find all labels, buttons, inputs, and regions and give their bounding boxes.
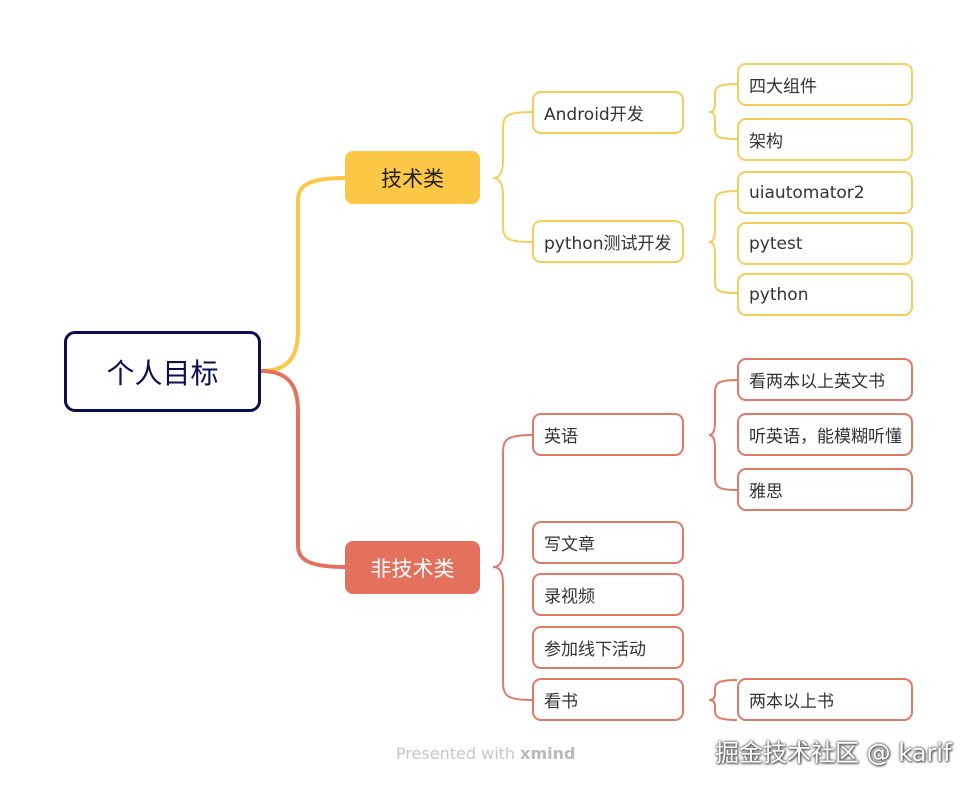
category-nontech[interactable]: 非技术类: [345, 541, 480, 594]
bracket-reading: [708, 679, 738, 721]
topic-video[interactable]: 录视频: [532, 573, 684, 616]
topic-english[interactable]: 英语: [532, 413, 684, 456]
leaf-two-books[interactable]: 两本以上书: [737, 678, 913, 721]
connector-root-tech: [260, 176, 346, 373]
root-node[interactable]: 个人目标: [64, 331, 261, 412]
connector-root-nontech: [260, 369, 346, 569]
presented-with-footer: Presented with xmind: [396, 744, 575, 763]
bracket-nontech: [492, 434, 533, 701]
bracket-english: [708, 379, 738, 491]
category-tech[interactable]: 技术类: [345, 151, 480, 204]
xmind-logo: xmind: [520, 744, 576, 763]
topic-writing[interactable]: 写文章: [532, 521, 684, 564]
leaf-uiautomator2[interactable]: uiautomator2: [737, 171, 913, 214]
leaf-ielts[interactable]: 雅思: [737, 468, 913, 511]
leaf-english-books[interactable]: 看两本以上英文书: [737, 358, 913, 401]
leaf-architecture[interactable]: 架构: [737, 118, 913, 161]
topic-reading[interactable]: 看书: [532, 678, 684, 721]
topic-android[interactable]: Android开发: [532, 91, 684, 134]
bracket-android: [708, 83, 738, 140]
bracket-python: [708, 190, 738, 294]
watermark: 掘金技术社区 @ karif: [715, 739, 952, 767]
leaf-english-listening[interactable]: 听英语，能模糊听懂: [737, 413, 913, 456]
bracket-tech: [492, 111, 533, 243]
leaf-pytest[interactable]: pytest: [737, 222, 913, 265]
topic-python-testing[interactable]: python测试开发: [532, 220, 684, 263]
leaf-python[interactable]: python: [737, 273, 913, 316]
footer-prefix: Presented with: [396, 744, 516, 763]
leaf-four-components[interactable]: 四大组件: [737, 63, 913, 106]
topic-offline-events[interactable]: 参加线下活动: [532, 626, 684, 669]
